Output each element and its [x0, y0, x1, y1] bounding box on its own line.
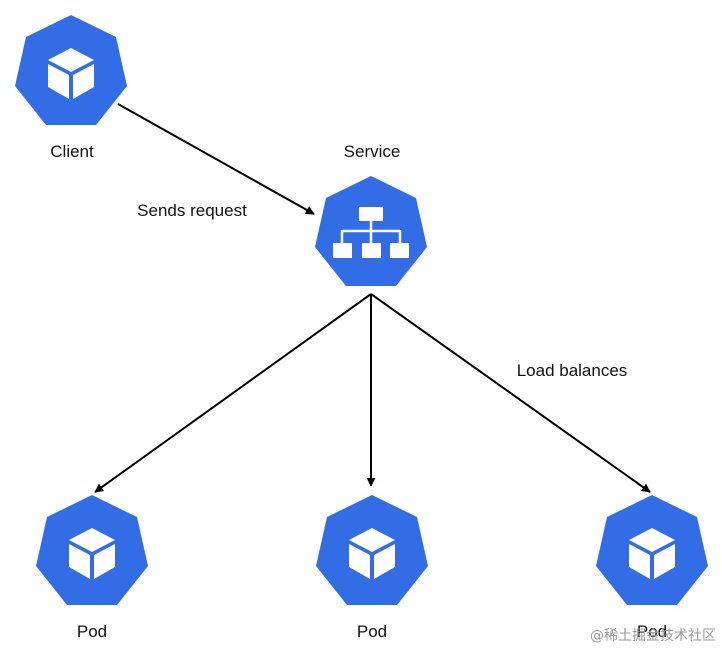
- load-balances-label: Load balances: [517, 361, 628, 380]
- edge-service-to-pod-left: [94, 293, 372, 493]
- edge-service-to-pod-right: [370, 293, 651, 493]
- client-label: Client: [50, 142, 94, 161]
- pod-center-label: Pod: [357, 622, 387, 641]
- hierarchy-icon: [333, 207, 409, 258]
- pod-left-node: [36, 495, 148, 605]
- pod-right-node: [596, 495, 708, 605]
- pod-left-label: Pod: [77, 622, 107, 641]
- service-label: Service: [344, 142, 401, 161]
- service-node: [315, 176, 427, 286]
- watermark: @稀土掘金技术社区: [590, 628, 716, 644]
- pod-right-label: Pod: [637, 622, 667, 641]
- edge-client-to-service: [117, 103, 315, 215]
- client-node: [15, 15, 127, 125]
- pod-center-node: [316, 495, 428, 605]
- sends-request-label: Sends request: [137, 201, 247, 220]
